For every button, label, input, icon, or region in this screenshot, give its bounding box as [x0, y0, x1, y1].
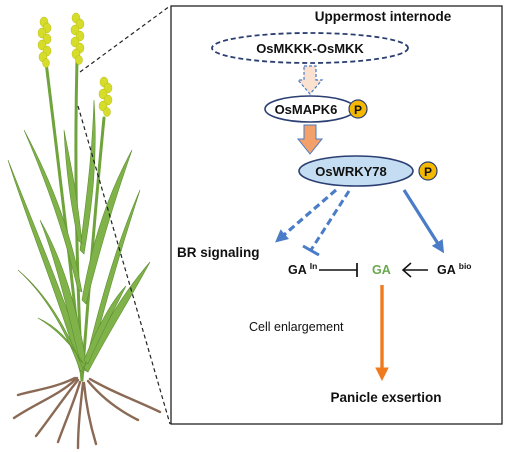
- label-ga-in-main: GA: [288, 263, 307, 277]
- node-wrky78-label: OsWRKY78: [315, 164, 387, 179]
- arrow-wrky78-to-ga-bio: [402, 189, 445, 254]
- rice-plant-illustration: [7, 12, 162, 450]
- arrow-mkkk-to-mapk6: [296, 65, 324, 95]
- inhibit-wrky78-to-ga-in: [309, 190, 351, 251]
- phospho-badge-mapk6: [348, 99, 368, 119]
- label-ga-bio-main: GA: [437, 263, 456, 277]
- detail-panel: [170, 5, 503, 425]
- phospho-label-wrky78: P: [424, 165, 432, 179]
- label-ga: GA: [372, 263, 391, 277]
- plant-roots: [12, 376, 162, 450]
- label-ga-in-superscript: In: [310, 261, 318, 271]
- zoom-guide-bottom: [77, 105, 171, 425]
- label-panicle-exsertion: Panicle exsertion: [330, 390, 441, 405]
- arrow-mapk6-to-wrky78: [296, 124, 324, 155]
- label-br-signaling: BR signaling: [177, 245, 260, 260]
- node-wrky78-shape: [298, 155, 414, 187]
- node-mkkk-shape: [211, 32, 409, 64]
- arrowhead-ga-bio-to-ga: [401, 262, 412, 278]
- arrow-wrky78-to-br-signaling: [275, 188, 338, 243]
- panel-title: Uppermost internode: [315, 9, 452, 24]
- node-mkkk-label: OsMKKK-OsMKK: [256, 41, 364, 56]
- label-cell-enlargement: Cell enlargement: [249, 320, 344, 334]
- zoom-guide-top: [79, 5, 171, 73]
- phospho-label-mapk6: P: [354, 103, 362, 117]
- plant-panicles: [37, 12, 113, 117]
- node-mapk6-label: OsMAPK6: [275, 102, 338, 117]
- phospho-badge-wrky78: [418, 161, 438, 181]
- inhibit-bar-ga-in: [302, 244, 320, 257]
- plant-leaves: [7, 99, 151, 374]
- label-ga-bio-superscript: bio: [459, 261, 472, 271]
